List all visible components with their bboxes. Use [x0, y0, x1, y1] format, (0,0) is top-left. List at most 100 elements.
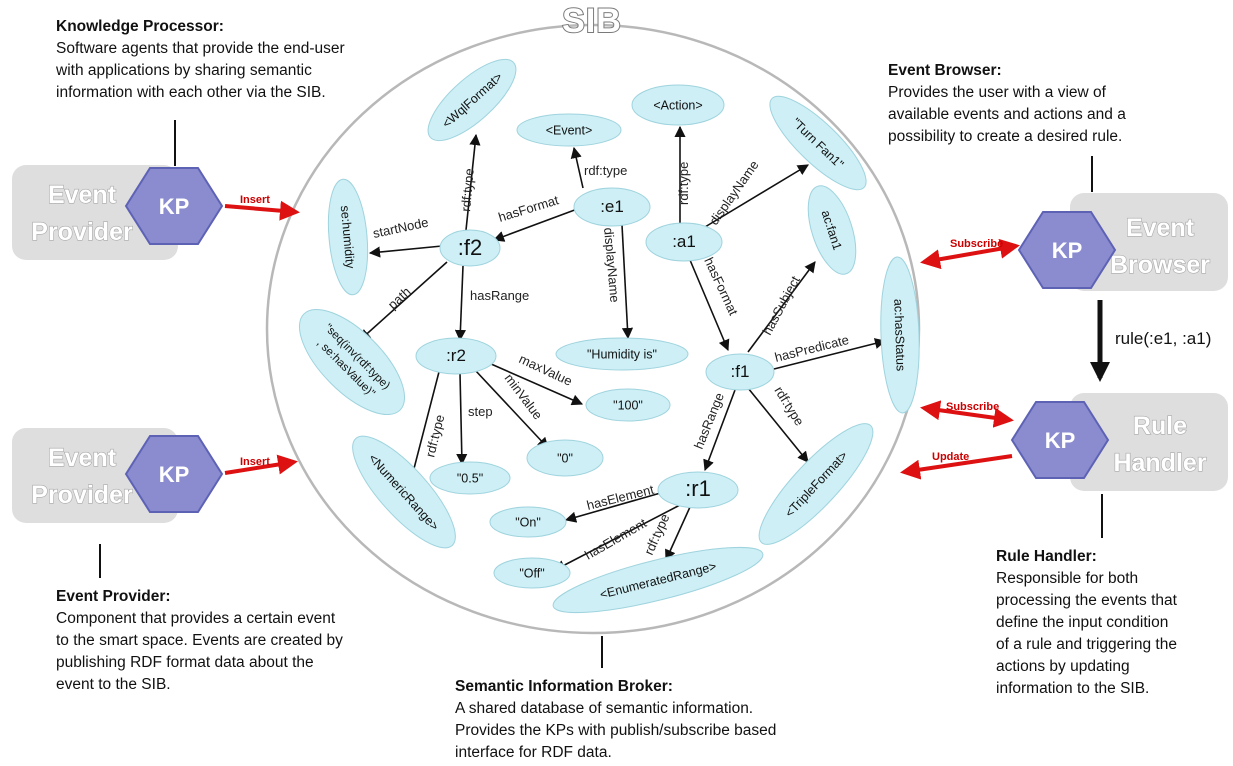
- sib-description: Semantic Information Broker: A shared da…: [455, 676, 875, 764]
- component-label: Event: [48, 444, 117, 472]
- node-label: se:humidity: [338, 205, 358, 270]
- kp-label: KP: [159, 462, 190, 487]
- edge-arrow: [368, 245, 443, 258]
- node-label: "Humidity is": [587, 348, 657, 362]
- graph-resource-nodes: :e1 :a1 :f2 :f1 :r2 :r1: [415, 187, 775, 509]
- subscribe-arrow: [920, 400, 1014, 428]
- edge-arrow: [564, 491, 665, 523]
- event-provider-title: Event Provider:: [56, 588, 171, 605]
- edge-label: step: [468, 404, 493, 419]
- component-label: Handler: [1113, 449, 1206, 477]
- node-label: "Off": [519, 567, 544, 581]
- subscribe-arrow: [920, 238, 1020, 270]
- node-off: "Off": [493, 557, 571, 589]
- kp-hexagon: [124, 167, 224, 245]
- rule-label: rule(:e1, :a1): [1115, 329, 1211, 348]
- node-f1: :f1: [705, 353, 775, 391]
- component-label: Rule: [1133, 412, 1187, 440]
- node-event: <Event>: [516, 113, 622, 147]
- description-line: information to the SIB.: [996, 680, 1150, 697]
- component-label: Provider: [31, 481, 133, 509]
- node-label: :f2: [458, 235, 482, 260]
- node-label: "On": [515, 516, 541, 530]
- description-line: publishing RDF format data about the: [56, 654, 314, 671]
- insert-arrow: [224, 200, 300, 221]
- description-line: interface for RDF data.: [455, 744, 612, 761]
- node-100: "100": [585, 388, 671, 422]
- edge-arrow: [359, 261, 448, 341]
- edge-arrow: [474, 369, 549, 449]
- event-provider-description: Event Provider: Component that provides …: [56, 586, 426, 696]
- description-line: possibility to create a desired rule.: [888, 128, 1123, 145]
- insert-arrow: [224, 454, 298, 475]
- node-r1: :r1: [657, 471, 739, 509]
- knowledge-processor-description: Knowledge Processor: Software agents tha…: [56, 16, 436, 104]
- node-a1: :a1: [645, 222, 723, 262]
- kp-label: KP: [159, 194, 190, 219]
- node-0: "0": [526, 439, 604, 477]
- component-box: [1070, 193, 1228, 291]
- sib-title: Semantic Information Broker:: [455, 678, 673, 695]
- edge-arrow: [492, 207, 581, 242]
- component-label: Event: [1126, 214, 1195, 242]
- node-0-5: "0.5": [429, 461, 511, 495]
- node-label: :e1: [600, 197, 624, 216]
- description-line: Component that provides a certain event: [56, 610, 336, 627]
- node-label: <Action>: [653, 99, 702, 113]
- event-provider-bottom: Event Provider KP Insert: [12, 428, 298, 523]
- node-hasstatus: ac:hasStatus: [880, 256, 920, 414]
- edge-arrow: [570, 146, 584, 189]
- node-label: :a1: [672, 232, 696, 251]
- kp-hexagon: [1010, 401, 1110, 479]
- edge-arrow: [747, 387, 809, 463]
- node-label: :r1: [685, 476, 711, 501]
- edge-arrow: [703, 389, 736, 472]
- event-browser-title: Event Browser:: [888, 62, 1002, 79]
- node-humidityis: "Humidity is": [555, 337, 689, 371]
- graph-edges: [359, 125, 887, 571]
- description-line: define the input condition: [996, 614, 1169, 631]
- description-line: processing the events that: [996, 592, 1177, 609]
- edge-arrow: [465, 133, 481, 231]
- edge-arrow: [621, 224, 634, 340]
- edge-arrow: [407, 367, 441, 486]
- kp-label: KP: [1045, 428, 1076, 453]
- edge-arrow: [481, 359, 584, 406]
- node-r2: :r2: [415, 337, 497, 375]
- rule-handler-description: Rule Handler: Responsible for both proce…: [996, 546, 1232, 700]
- event-provider-top: Event Provider KP Insert: [12, 165, 300, 260]
- node-label: "0.5": [457, 472, 483, 486]
- edge-arrow: [689, 259, 730, 352]
- edge-arrow: [665, 506, 691, 562]
- edge-label: displayName: [601, 227, 622, 303]
- rule-handler: Rule Handler KP Subscribe Update: [900, 393, 1228, 491]
- component-label: Browser: [1110, 251, 1210, 279]
- node-f2: :f2: [439, 229, 501, 267]
- description-line: Responsible for both: [996, 570, 1139, 587]
- sib-label: SIB: [562, 2, 622, 40]
- component-box: [12, 428, 178, 523]
- description-line: of a rule and triggering the: [996, 636, 1177, 653]
- description-line: Provides the user with a view of: [888, 84, 1106, 101]
- subscribe-label: Subscribe: [946, 401, 999, 413]
- description-line: Software agents that provide the end-use…: [56, 40, 345, 57]
- description-line: with applications by sharing semantic: [56, 62, 312, 79]
- node-label: <Event>: [546, 124, 593, 138]
- edge-label: rdf:type: [676, 162, 691, 205]
- description-line: A shared database of semantic informatio…: [455, 700, 754, 717]
- node-label: :r2: [446, 346, 466, 365]
- node-e1: :e1: [573, 187, 651, 227]
- component-box: [1070, 393, 1228, 491]
- description-line: actions by updating: [996, 658, 1130, 675]
- node-label: "100": [613, 399, 643, 413]
- description-line: event to the SIB.: [56, 676, 171, 693]
- node-label: "0": [557, 452, 573, 466]
- edge-arrow: [554, 504, 681, 571]
- node-on: "On": [489, 506, 567, 538]
- description-line: information with each other via the SIB.: [56, 84, 326, 101]
- event-browser: Event Browser KP Subscribe: [920, 193, 1228, 291]
- edge-label: rdf:type: [458, 168, 477, 213]
- kp-label: KP: [1052, 238, 1083, 263]
- node-humidity: se:humidity: [327, 178, 369, 296]
